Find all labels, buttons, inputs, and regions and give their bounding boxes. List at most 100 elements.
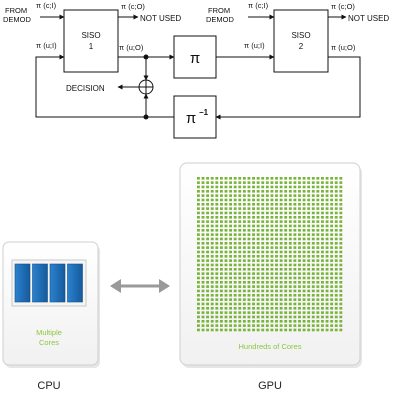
gpu-core [252,185,255,189]
gpu-core [256,177,260,180]
gpu-core [307,237,311,241]
gpu-core [210,246,214,249]
gpu-core [256,250,260,254]
gpu-core [238,302,242,306]
gpu-core [265,220,269,223]
gpu-core [201,229,205,232]
gpu-core [330,268,334,271]
gpu-core [256,289,260,293]
gpu-core [265,237,269,241]
gpu-core [219,298,223,301]
gpu-core [197,198,200,202]
cpu-core [14,263,31,303]
gpu-core [293,198,297,202]
gpu-core [224,289,228,293]
gpu-core [284,242,288,245]
gpu-core [233,276,237,280]
gpu-core [197,246,200,249]
gpu-core [215,242,219,245]
gpu-core [219,233,223,236]
gpu-core [330,211,334,215]
gpu-core [256,220,260,223]
gpu-core [252,255,255,258]
deinterleaver-pi: π [186,110,196,127]
gpu-core [284,281,288,284]
gpu-core [242,207,246,210]
gpu-core [210,311,214,314]
gpu-core [238,190,242,193]
gpu-core [256,185,260,189]
gpu-core [261,298,265,301]
gpu-core [325,233,329,236]
gpu-core [201,224,205,228]
gpu-core [224,315,228,319]
gpu-core [302,211,306,215]
gpu-core [265,190,269,193]
gpu-core [275,246,278,249]
gpu-core [219,276,223,280]
gpu-core [265,285,269,288]
gpu-core [293,194,297,197]
gpu-core [293,242,297,245]
gpu-core [256,298,260,301]
gpu-core [233,246,237,249]
gpu-core [316,294,320,297]
gpu-core [224,224,228,228]
gpu-core [197,298,200,301]
gpu-core [339,294,343,297]
gpu-core [215,177,219,180]
gpu-core [330,281,334,284]
gpu-core [215,272,219,275]
gpu-core [206,259,210,262]
gpu-core [219,285,223,288]
gpu-core [288,233,292,236]
gpu-core [206,328,210,332]
gpu-core [197,272,200,275]
gpu-core [201,250,205,254]
gpu-core [270,190,274,193]
gpu-core [229,194,233,197]
gpu-core [256,294,260,297]
gpu-core [219,328,223,332]
gpu-core [197,177,200,180]
gpu-core [293,211,297,215]
gpu-core [279,285,283,288]
gpu-core [311,324,315,327]
gpu-core [279,311,283,314]
gpu-core [339,289,343,293]
gpu-core [284,207,288,210]
gpu-core [307,311,311,314]
gpu-core [238,229,242,232]
gpu-core [302,268,306,271]
gpu-core [284,302,288,306]
gpu-core [275,198,278,202]
gpu-core [288,211,292,215]
gpu-core [197,285,200,288]
gpu-core [298,177,301,180]
gpu-core [238,324,242,327]
gpu-core [233,211,237,215]
gpu-core [215,181,219,184]
gpu-core [334,216,338,219]
gpu-core [229,324,233,327]
gpu-core [256,281,260,284]
siso-2-block [273,9,329,73]
gpu-core [302,237,306,241]
gpu-core [229,224,233,228]
gpu-core [261,229,265,232]
gpu-core [210,255,214,258]
gpu-core [275,224,278,228]
gpu-core [330,203,334,206]
gpu-core [201,307,205,310]
gpu-core [325,294,329,297]
gpu-core [275,233,278,236]
gpu-core [330,285,334,288]
gpu-core [316,255,320,258]
gpu-core [298,315,301,319]
gpu-core [233,207,237,210]
gpu-core [339,315,343,319]
gpu-core [219,181,223,184]
gpu-core [197,233,200,236]
gpu-core [201,289,205,293]
gpu-core [321,272,324,275]
